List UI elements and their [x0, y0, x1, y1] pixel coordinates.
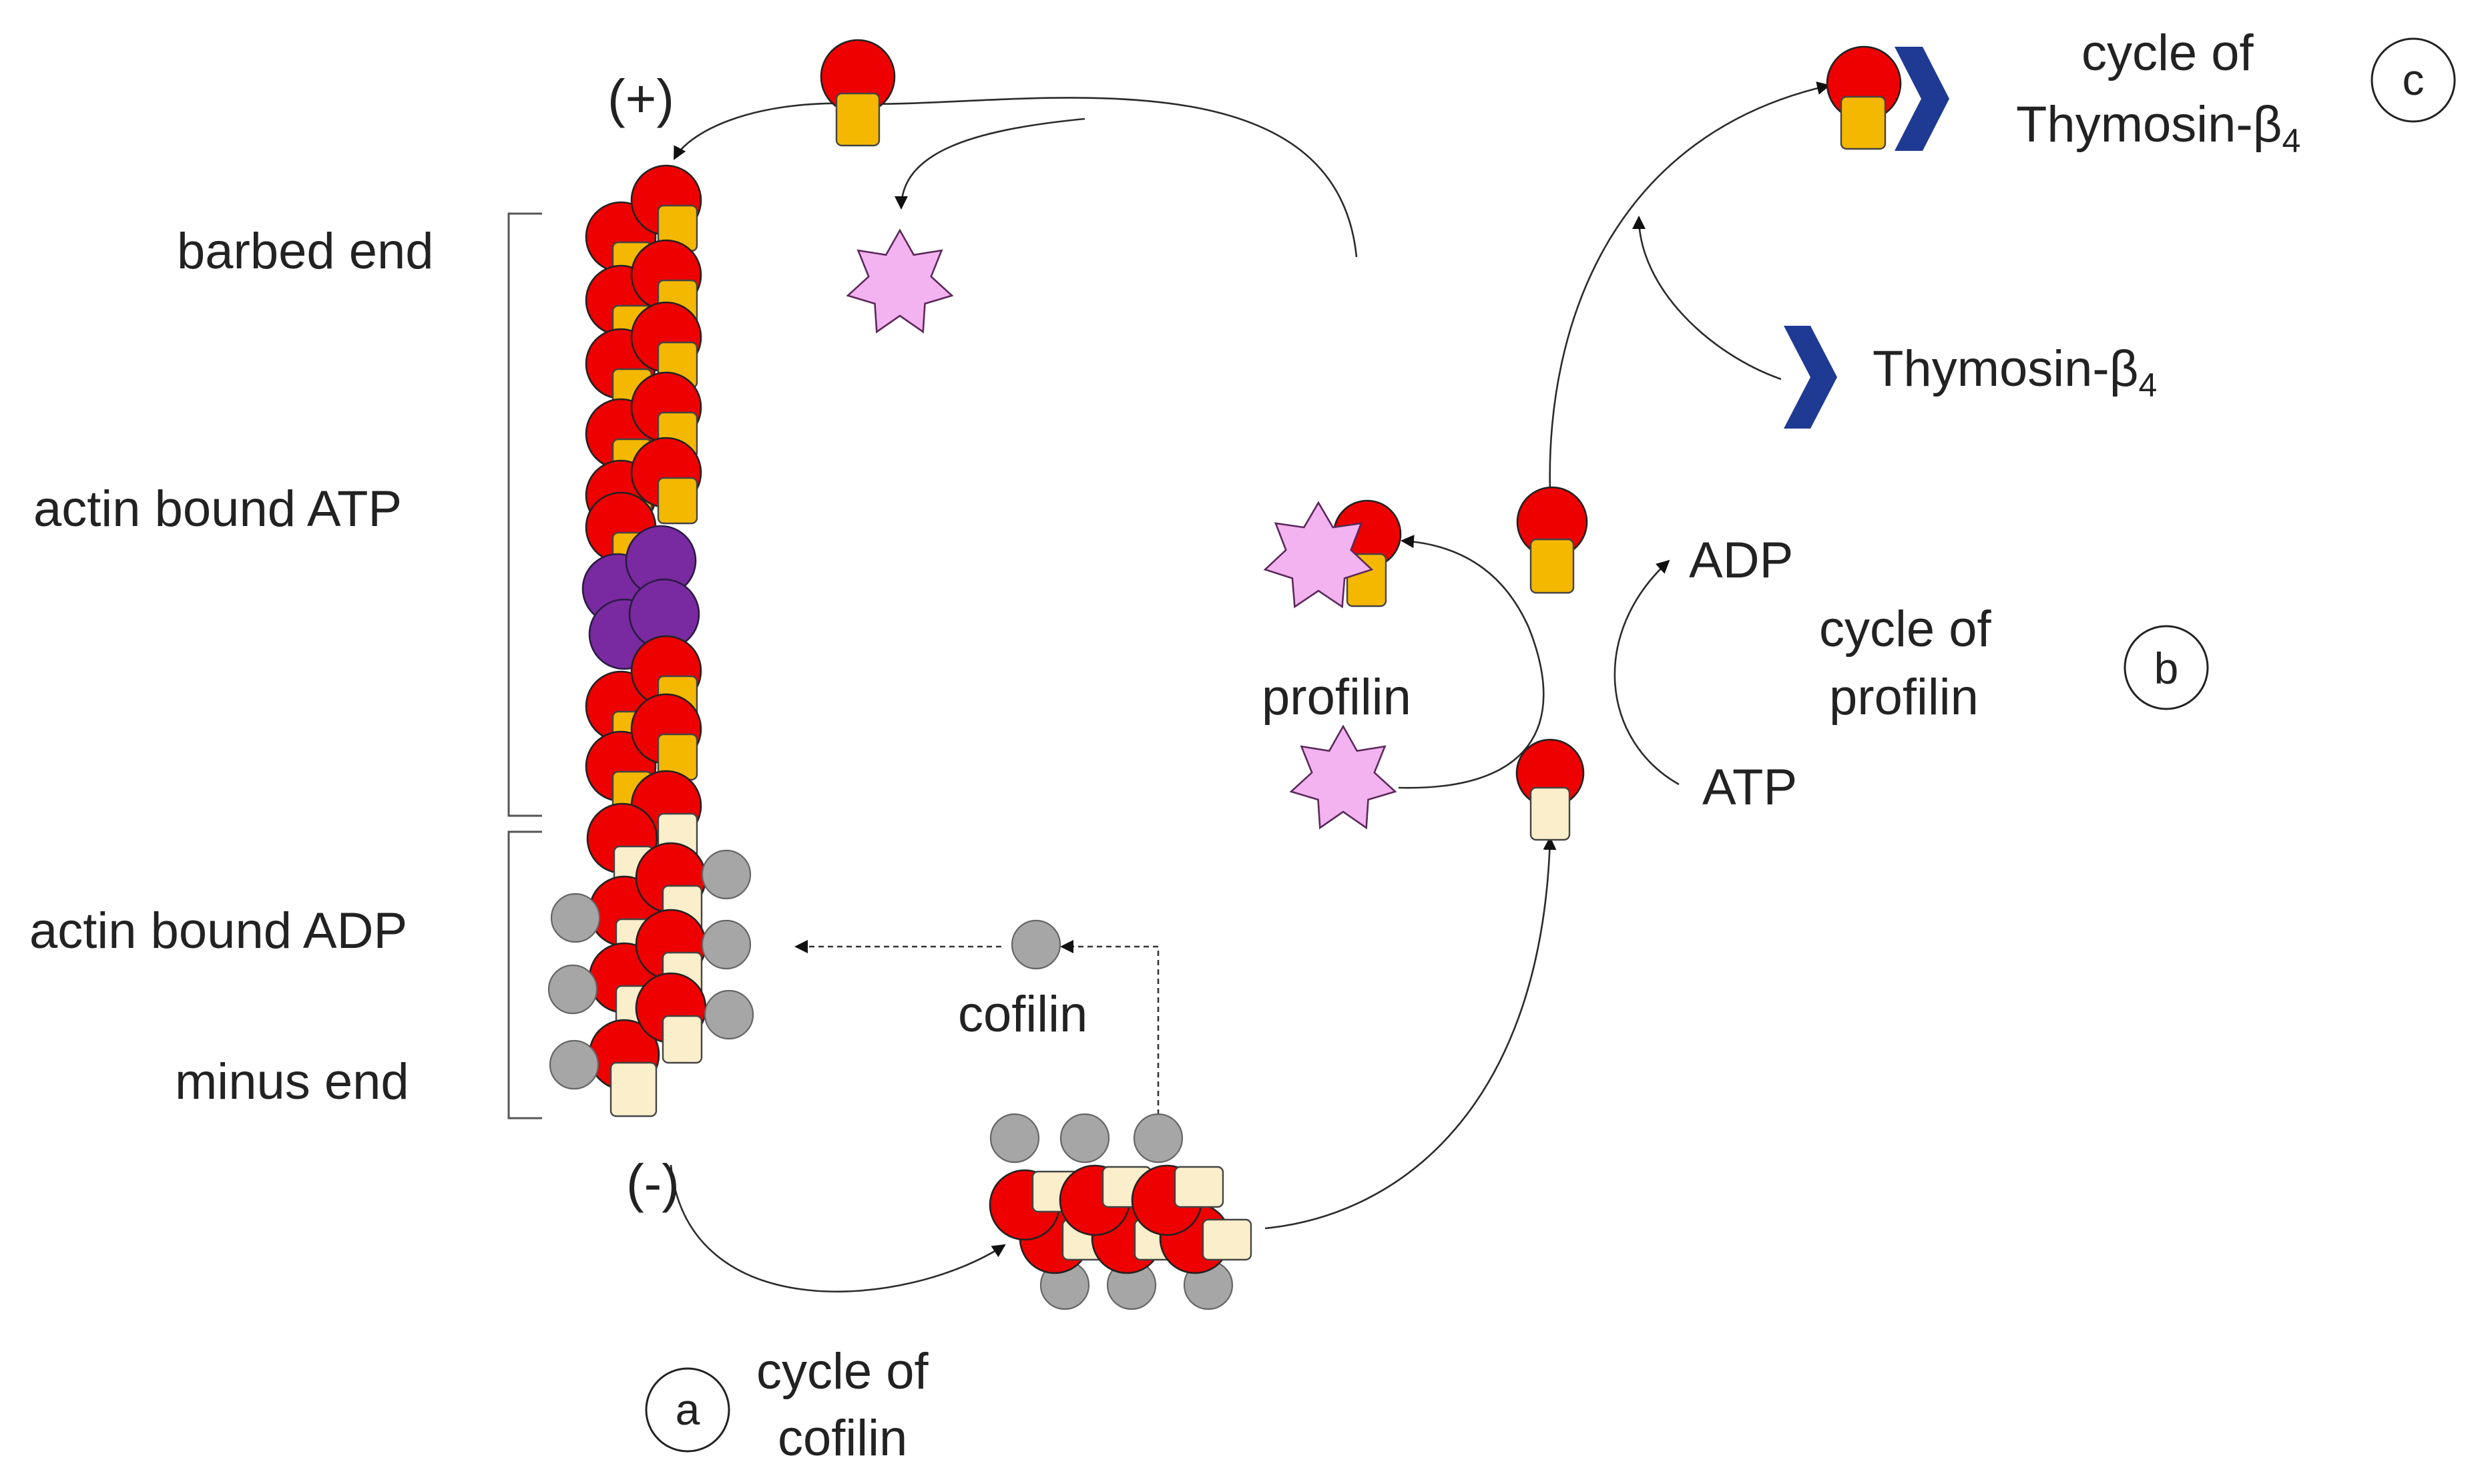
barbed-end-label: barbed end: [177, 223, 434, 280]
thymosin-subscript: 4: [2138, 366, 2157, 404]
atp-label: ATP: [1702, 759, 1797, 816]
thymosin-label: Thymosin-β4: [1873, 340, 2157, 404]
cofilin-bound: [704, 989, 754, 1040]
arrow-nucleotide-exchange: [1614, 559, 1680, 786]
arrow-profilin-binding: [1398, 535, 1545, 789]
cycle-b-marker: [2124, 625, 2209, 710]
thymosin-name: Thymosin-β: [1873, 340, 2138, 397]
profilin-label: profilin: [1262, 669, 1411, 726]
cycle-c-marker: [2371, 37, 2456, 123]
cycle-b-marker-label: b: [2154, 644, 2179, 693]
profilin-star-complex: [1263, 501, 1374, 609]
adp-square: [662, 1015, 703, 1064]
atp-square: [1529, 538, 1575, 594]
cofilin-bound: [549, 1039, 599, 1090]
cofilin-bound: [989, 1113, 1040, 1164]
actin-adp-monomer: [1515, 738, 1585, 841]
cycle-c-subscript: 4: [2282, 122, 2300, 160]
atp-square: [657, 477, 698, 525]
adp-square: [1174, 1166, 1224, 1208]
arrow-minus-end-to-cofilin-complex: [670, 1164, 1006, 1293]
cofilin-free: [1011, 919, 1061, 970]
cycle-a-marker: [645, 1367, 730, 1453]
thymosin-chevron-free: [1784, 326, 1837, 429]
profilin-star-released: [846, 228, 954, 334]
adp-square-minus-end: [609, 1061, 658, 1118]
connectors: [670, 81, 1830, 1293]
cycle-a-line2: cofilin: [778, 1410, 907, 1467]
cycle-c-line2: Thymosin-β4: [2016, 96, 2300, 160]
cofilin-label: cofilin: [958, 986, 1087, 1043]
minus-end-label-text: minus end: [175, 1053, 409, 1110]
thymosin-actin-complex: [1826, 45, 1949, 151]
cofilin-bound: [701, 919, 752, 970]
cycle-b-line2: profilin: [1829, 669, 1979, 726]
atp-region-bracket: [507, 212, 542, 817]
atp-square: [1840, 95, 1887, 150]
arrow-thymosin-binding: [1632, 216, 1782, 381]
atp-square: [835, 92, 881, 147]
profilin-actin-atp-top: [820, 39, 896, 147]
cofilin-bound: [1133, 1113, 1184, 1164]
cycle-c-line1: cycle of: [2081, 25, 2254, 81]
cycle-c-name: Thymosin-β: [2016, 96, 2282, 153]
dashed-cofilin-release: [1060, 940, 1160, 1115]
adp-region-bracket: [507, 830, 542, 1120]
adp-label: ADP: [1689, 532, 1793, 589]
cycle-c-marker-label: c: [2403, 55, 2425, 104]
actin-bound-atp-label: actin bound ATP: [33, 481, 402, 537]
actin-filament: [547, 164, 754, 1118]
arrow-to-thymosin-complex: [1549, 81, 1830, 493]
cycle-a-line1: cycle of: [756, 1343, 929, 1400]
arrow-to-barbed-end: [673, 97, 1358, 258]
cofilin-actin-fragment: [989, 1113, 1252, 1310]
cofilin-bound: [547, 964, 598, 1015]
adp-square: [1202, 1218, 1252, 1261]
actin-atp-monomer: [1516, 486, 1588, 594]
cycle-a-marker-label: a: [676, 1385, 700, 1434]
plus-end-label: (+): [607, 69, 674, 128]
cofilin-bound: [550, 893, 601, 943]
arrow-release-profilin: [895, 117, 1085, 210]
cofilin-bound: [1059, 1113, 1110, 1164]
cycle-b-line1: cycle of: [1819, 601, 1992, 658]
actin-bound-adp-label: actin bound ADP: [29, 903, 407, 959]
thymosin-chevron-bound: [1895, 47, 1949, 151]
adp-square: [1529, 786, 1571, 841]
arrow-to-free-monomer: [1264, 836, 1557, 1230]
minus-end-label: (-): [626, 1154, 680, 1213]
profilin-star-free: [1289, 724, 1397, 830]
cofilin-bound: [701, 849, 752, 900]
